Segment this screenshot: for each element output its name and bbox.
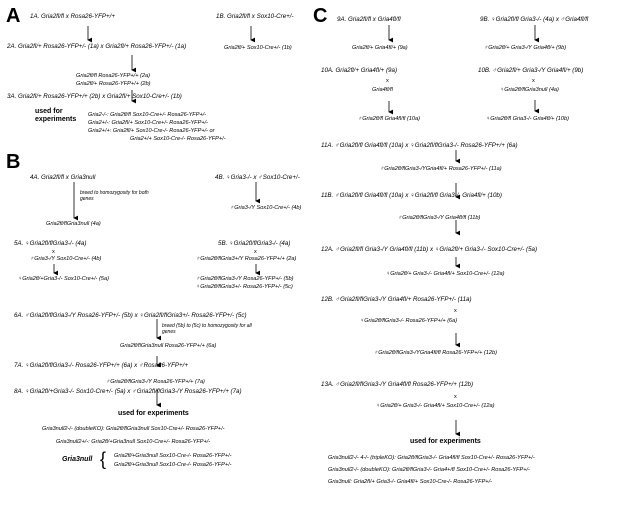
offspring-5b: ♂Gria2fl/flGria3-/Y Rosa26-YFP+/- (5b) [196,276,294,282]
step-10a: 10A. Gria2fl/+ Gria4fl/+ (9a) [321,67,398,74]
step-5b: 5B. ♀Gria2fl/flGria3-/- (4a) [218,240,291,247]
cross-10a: x [386,78,389,84]
offspring-2a: Gria2fl/fl Rosa26-YFP+/+ (2a) [76,73,150,79]
offspring-10b: ♀Gria2fl/fl Gria3-/- Gria4fl/+ (10b) [486,116,569,122]
used-for-experiments-c: used for experiments [410,438,481,445]
step-12a: 12A. ♂Gria2fl/fl Gria3-/Y Gria4fl/fl (11… [321,246,538,253]
step-3a: 3A. Gria2fl/+ Rosa26-YFP+/+ (2b) x Gria2… [7,93,182,100]
genotype-c3: Gria3null: Gria2fl/+ Gria3-/- Gria4fl/+ … [328,479,492,485]
offspring-1b: Gria2fl/+ Sox10-Cre+/- (1b) [224,45,292,51]
genotype-b2: Gria3null2+/-: Gria2fl/+Gria3null Sox10-… [56,439,211,445]
genotype-a2: Gria2+/-: Gria2fl/+ Sox10-Cre+/- Rosa26-… [88,120,209,126]
genotype-b4: Gria2fl/+Gria3null Sox10-Cre-/- Rosa26-Y… [114,462,232,468]
offspring-9b: ♂Gria2fl/+ Gria3-/Y Gria4fl/+ (9b) [484,45,567,51]
genotype-b3: Gria2fl/+Gria3null Sox10-Cre-/- Rosa26-Y… [114,453,232,459]
parent-12b: ♀Gria2fl/flGria3-/- Rosa26-YFP+/+ (6a) [360,318,458,324]
step-6a: 6A. ♂Gria2fl/flGria3-/Y Rosa26-YFP+/- (5… [14,312,247,319]
step-12b: 12B. ♂Gria2fl/flGria3-/Y Gria4fl/+ Rosa2… [321,296,472,303]
genotype-b1: Gria3null2-/- (doubleKO): Gria2fl/flGria… [42,426,225,432]
genotype-a4: Gria2+/+ Sox10-Cre-/- Rosa26-YFP+/- [130,136,226,142]
genotype-c1: Gria3null2-/- 4-/- (tripleKO): Gria2fl/f… [328,455,535,461]
offspring-4a: Gria2fl/flGria3null (4a) [46,221,101,227]
cross-5a: x [52,249,55,255]
step-11a: 11A. ♂Gria2fl/fl Gria4fl/fl (10a) x ♀Gri… [321,142,518,149]
cross-12b: x [454,308,457,314]
step-9b: 9B. ♀Gria2fl/fl Gria3-/- (4a) x ♂Gria4fl… [480,16,589,23]
offspring-7a: ♂Gria2fl/flGria3-/Y Rosa26-YFP+/+ (7a) [106,379,205,385]
offspring-6a: Gria2fl/flGria3null Rosa26-YFP+/+ (6a) [120,343,217,349]
cross-5b: x [254,249,257,255]
step-4b: 4B. ♀Gria3-/- x ♂Sox10-Cre+/- [215,174,300,181]
offspring-11a: ♂Gria2fl/flGria3-/YGria4fl/+ Rosa26-YFP+… [380,166,502,172]
note-breed-1: breed to homozygosity for both genes [80,190,149,202]
step-2a: 2A. Gria2fl/+ Rosa26-YFP+/- (1a) x Gria2… [7,43,187,50]
step-10b: 10B. ♂Gria2fl/+ Gria3-/Y Gria4fl/+ (9b) [478,67,584,74]
panel-label-a: A [6,5,21,27]
panel-label-c: C [313,5,328,27]
cross-13a: x [454,394,457,400]
genotype-b3-label: Gria3null [62,456,93,463]
parent-13a: ♀Gria2fl/+ Gria3-/- Gria4fl/+ Sox10-Cre+… [376,403,495,409]
offspring-2b: Gria2fl/+ Rosa26-YFP+/+ (2b) [76,81,151,87]
used-for-experiments-a: used for experiments [35,108,77,123]
offspring-4b: ♂Gria3-/Y Sox10-Cre+/- (4b) [230,205,302,211]
note-breed-2: breed (5b) to (5c) to homozygosity for a… [162,323,252,335]
genotype-a1: Gria2-/-: Gria2fl/fl Sox10-Cre+/- Rosa26… [88,112,207,118]
cross-10b: x [532,78,535,84]
offspring-10a: ♂Gria2fl/fl Gria4fl/fl (10a) [358,116,421,122]
genotype-c2: Gria3null2-/- (doubleKO): Gria2fl/flGria… [328,467,530,473]
offspring-11b: ♂Gria2fl/flGria3-/Y Gria4fl/fl (11b) [398,215,481,221]
parent-5b: ♂Gria2fl/flGria3+/Y Rosa26-YFP+/+ (2a) [196,256,297,262]
offspring-5c: ♀Gria2fl/flGria3+/- Rosa26-YFP+/- (5c) [196,284,293,290]
step-7a: 7A. ♀Gria2fl/flGria3-/- Rosa26-YFP+/+ (6… [14,362,189,369]
step-1b: 1B. Gria2fl/fl x Sox10-Cre+/- [216,13,294,20]
offspring-9a: Gria2fl/+ Gria4fl/+ (9a) [352,45,408,51]
used-for-experiments-b: used for experiments [118,410,189,417]
step-5a: 5A. ♀Gria2fl/flGria3-/- (4a) [14,240,87,247]
offspring-12b: ♂Gria2fl/flGria3-/YGria4fl/fl Rosa26-YFP… [374,350,497,356]
parent-10a: Gria4fl/fl [372,87,393,93]
parent-5a: ♂Gria3-/Y Sox10-Cre+/- (4b) [30,256,102,262]
step-11b: 11B. ♂Gria2fl/fl Gria4fl/fl (10a) x ♀Gri… [321,192,502,199]
step-4a: 4A. Gria2fl/fl x Gria3null [30,174,96,181]
step-13a: 13A. ♂Gria2fl/flGria3-/Y Gria4fl/fl Rosa… [321,381,474,388]
parent-10b: ♀Gria2fl/flGria3null (4a) [500,87,559,93]
genotype-brace: { [100,449,107,469]
offspring-12a: ♀Gria2fl/+ Gria3-/- Gria4fl/+ Sox10-Cre+… [386,271,505,277]
genotype-a3: Gria2+/+: Gria2fl/+ Sox10-Cre-/- Rosa26-… [88,128,215,134]
panel-label-b: B [6,151,21,173]
step-9a: 9A. Gria2fl/fl x Gria4fl/fl [337,16,401,23]
offspring-5a: ♀Gria2fl/+Gria3-/- Sox10-Cre+/- (5a) [18,276,109,282]
step-1a: 1A. Gria2fl/fl x Rosa26-YFP+/+ [30,13,115,20]
step-8a: 8A. ♀Gria2fl/+Gria3-/- Sox10-Cre+/- (5a)… [14,388,242,395]
